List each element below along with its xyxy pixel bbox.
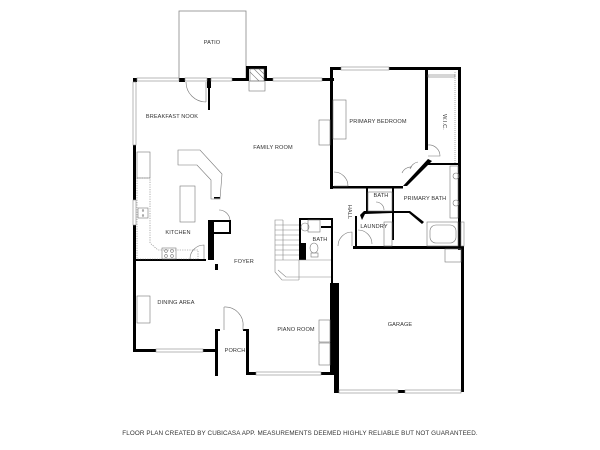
room-label-bath-lower: BATH	[313, 237, 328, 243]
room-label-primary-bath: PRIMARY BATH	[404, 196, 447, 202]
room-label-foyer: FOYER	[234, 259, 254, 265]
room-label-primary-bedroom: PRIMARY BEDROOM	[349, 119, 406, 125]
room-label-kitchen: KITCHEN	[165, 230, 190, 236]
room-label-porch: PORCH	[225, 348, 246, 354]
room-label-patio: PATIO	[204, 40, 221, 46]
room-label-dining-area: DINING AREA	[157, 300, 194, 306]
room-label-family-room: FAMILY ROOM	[253, 145, 293, 151]
room-label-piano-room: PIANO ROOM	[277, 327, 315, 333]
footer-disclaimer: FLOOR PLAN CREATED BY CUBICASA APP. MEAS…	[122, 430, 478, 437]
room-label-hall: HALL	[346, 205, 352, 219]
room-label-wic: W.I.C.	[441, 114, 447, 130]
room-label-laundry: LAUNDRY	[360, 224, 387, 230]
room-label-breakfast-nook: BREAKFAST NOOK	[146, 114, 198, 120]
room-label-bath-upper: BATH	[374, 193, 389, 199]
room-label-garage: GARAGE	[388, 322, 413, 328]
